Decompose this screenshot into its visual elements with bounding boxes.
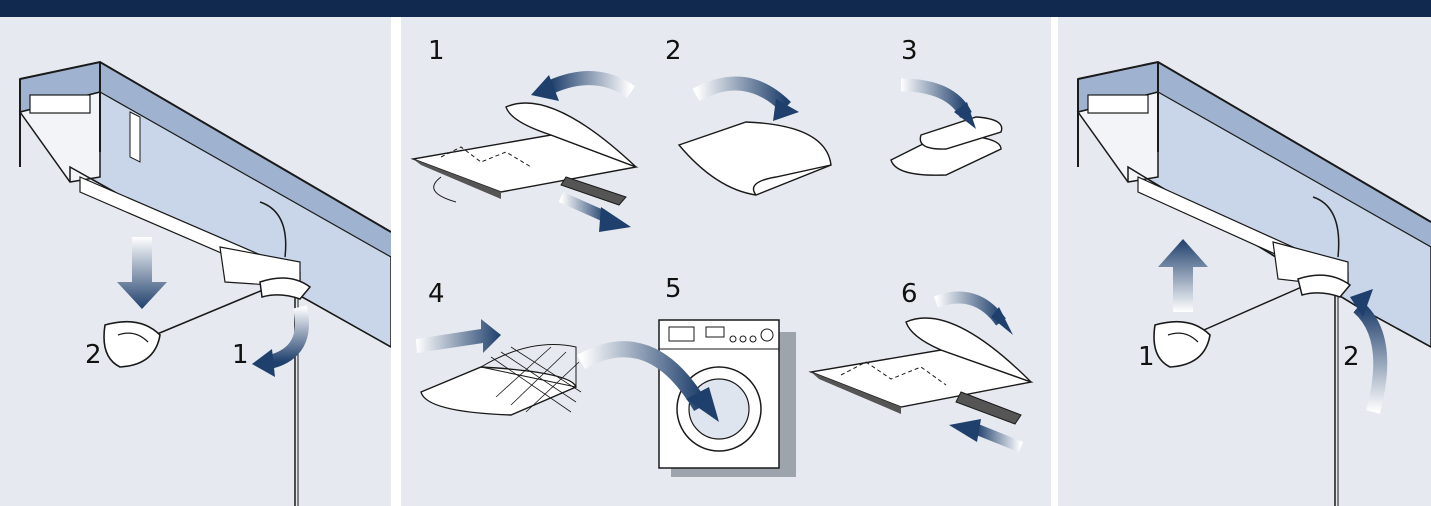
step-3-label: 3 <box>901 36 918 66</box>
right-panel: 1 2 <box>1058 17 1431 506</box>
step-2-label: 2 <box>665 36 682 66</box>
step-4-label: 4 <box>428 279 445 309</box>
left-panel: 2 1 <box>0 17 391 506</box>
top-bar <box>0 0 1431 17</box>
rail-removal-illustration: 2 1 <box>0 17 391 506</box>
rail-reattach-illustration: 1 2 <box>1058 17 1431 506</box>
washing-steps-illustration: 1 2 3 4 5 6 <box>401 17 1051 506</box>
step-5-label: 5 <box>665 274 682 304</box>
label-1: 1 <box>232 340 249 370</box>
middle-panel: 1 2 3 4 5 6 <box>401 17 1051 506</box>
step-1-label: 1 <box>428 36 445 66</box>
label-2: 2 <box>85 340 102 370</box>
step-6-label: 6 <box>901 279 918 309</box>
label-1: 1 <box>1138 342 1155 372</box>
label-2: 2 <box>1343 342 1360 372</box>
